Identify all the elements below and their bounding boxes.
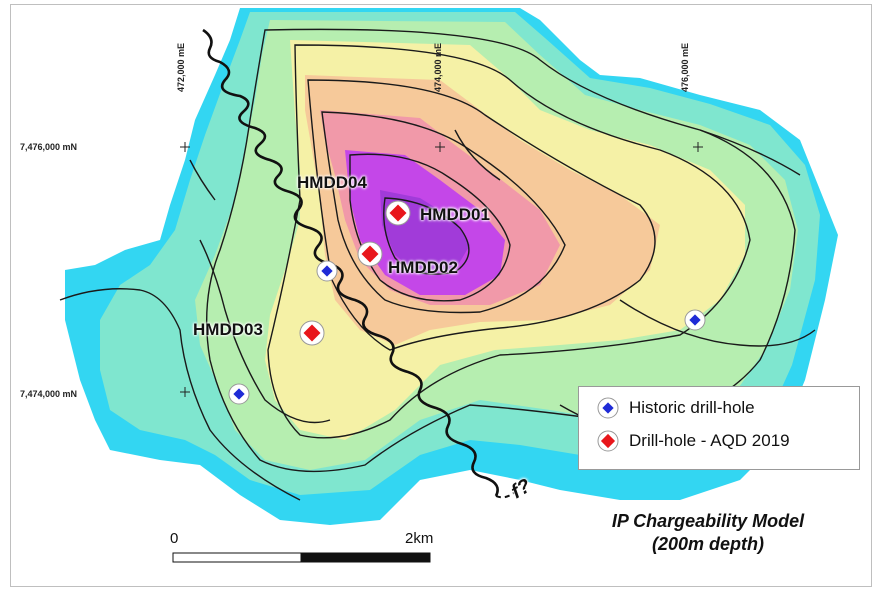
blue-diamond-icon [597, 397, 619, 419]
legend-item-historic: Historic drill-hole [597, 397, 755, 419]
fault-line [202, 28, 499, 497]
map-title-line1: IP Chargeability Model [611, 511, 805, 531]
label-hmdd01: HMDD01 [420, 205, 490, 224]
legend-label-historic: Historic drill-hole [629, 398, 755, 417]
aqd-hole-hmdd02 [357, 241, 383, 267]
scale-start-label: 0 [170, 530, 179, 547]
red-diamond-icon [597, 430, 619, 452]
legend-item-aqd: Drill-hole - AQD 2019 [597, 430, 790, 452]
map-frame [10, 4, 872, 587]
label-hmdd03: HMDD03 [193, 320, 263, 339]
label-hmdd04: HMDD04 [297, 173, 367, 192]
scale-bar [172, 552, 431, 563]
scale-end-label: 2km [405, 530, 434, 547]
legend-label-aqd: Drill-hole - AQD 2019 [629, 431, 790, 450]
northing-label-1: 7,476,000 mN [20, 142, 78, 152]
grid-crosses [180, 142, 703, 397]
map-title-line2: (200m depth) [651, 534, 765, 554]
historic-hole-3 [684, 309, 706, 331]
aqd-hole-hmdd01 [385, 200, 411, 226]
historic-hole-1 [316, 260, 338, 282]
legend: Historic drill-hole Drill-hole - AQD 201… [578, 386, 860, 470]
historic-hole-2 [228, 383, 250, 405]
fault-tail [495, 491, 516, 499]
aqd-hole-hmdd03 [299, 320, 325, 346]
northing-label-2: 7,474,000 mN [20, 389, 78, 399]
label-hmdd02: HMDD02 [388, 258, 458, 277]
map-title: IP Chargeability Model (200m depth) [578, 510, 838, 556]
